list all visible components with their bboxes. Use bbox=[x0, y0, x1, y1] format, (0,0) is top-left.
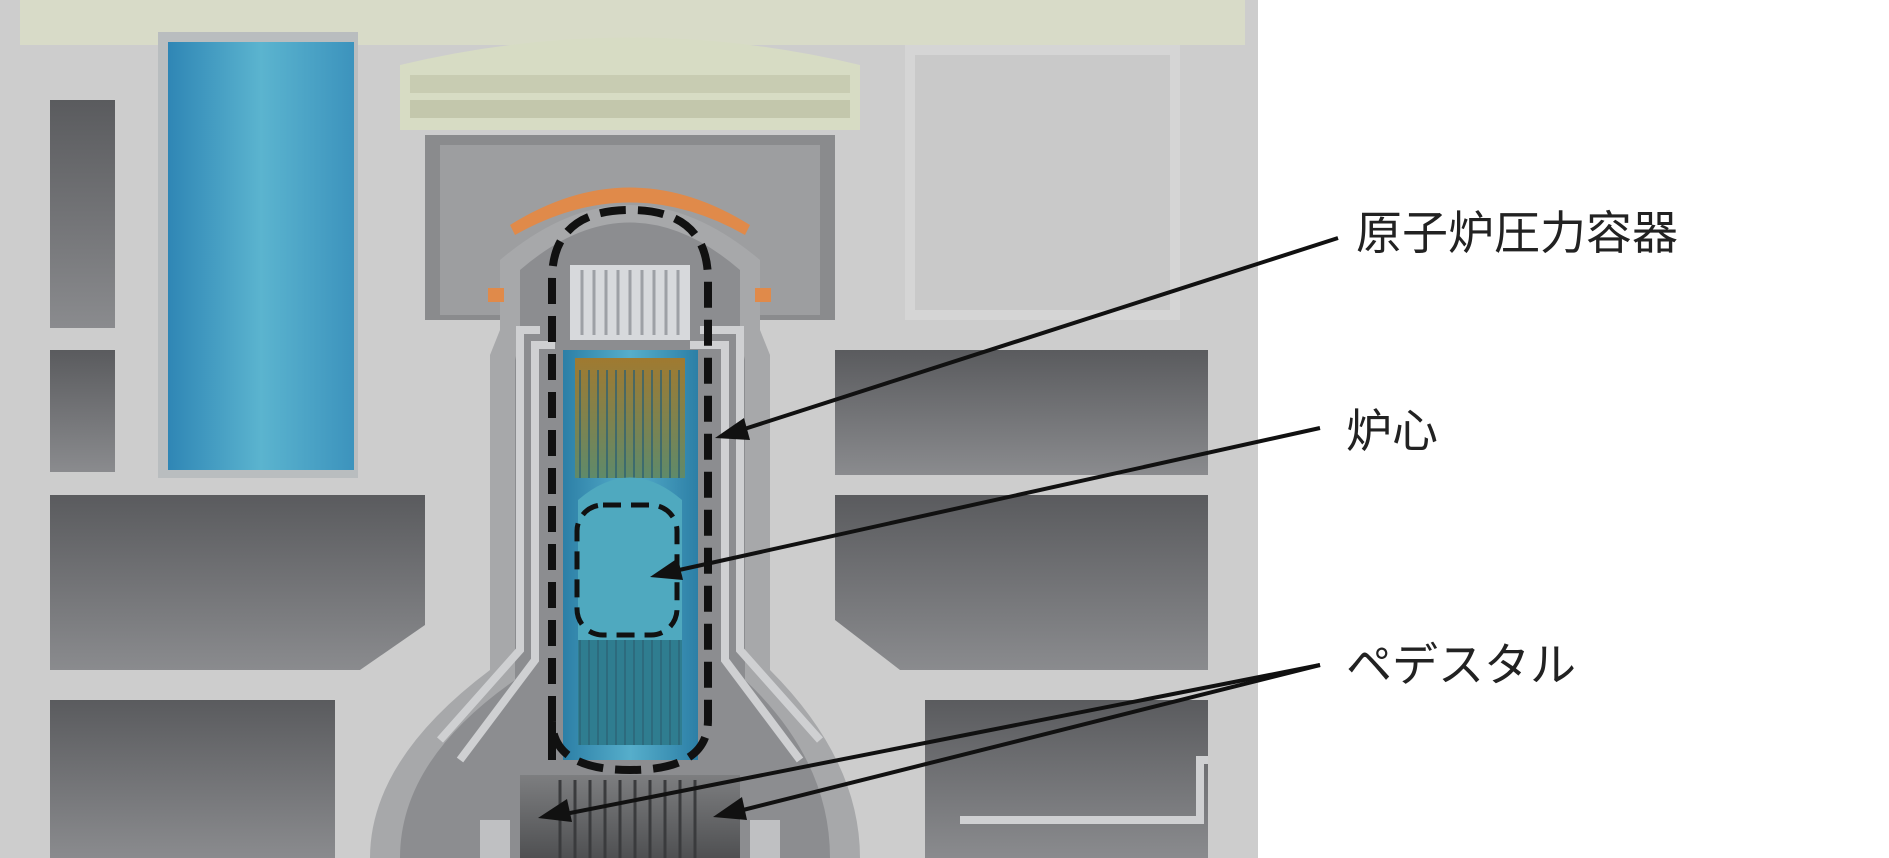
label-core: 炉心 bbox=[1346, 408, 1438, 454]
left-mid-chamber bbox=[50, 495, 425, 670]
left-chamber-1 bbox=[50, 100, 115, 328]
label-pressure-vessel: 原子炉圧力容器 bbox=[1356, 210, 1678, 256]
core-region bbox=[578, 478, 682, 641]
left-chamber-2 bbox=[50, 350, 115, 472]
label-pedestal: ペデスタル bbox=[1346, 642, 1576, 688]
left-bottom-chamber bbox=[50, 700, 335, 858]
right-chamber-3 bbox=[925, 700, 1208, 858]
spent-fuel-pool bbox=[168, 42, 354, 470]
right-chamber-1 bbox=[835, 350, 1208, 475]
